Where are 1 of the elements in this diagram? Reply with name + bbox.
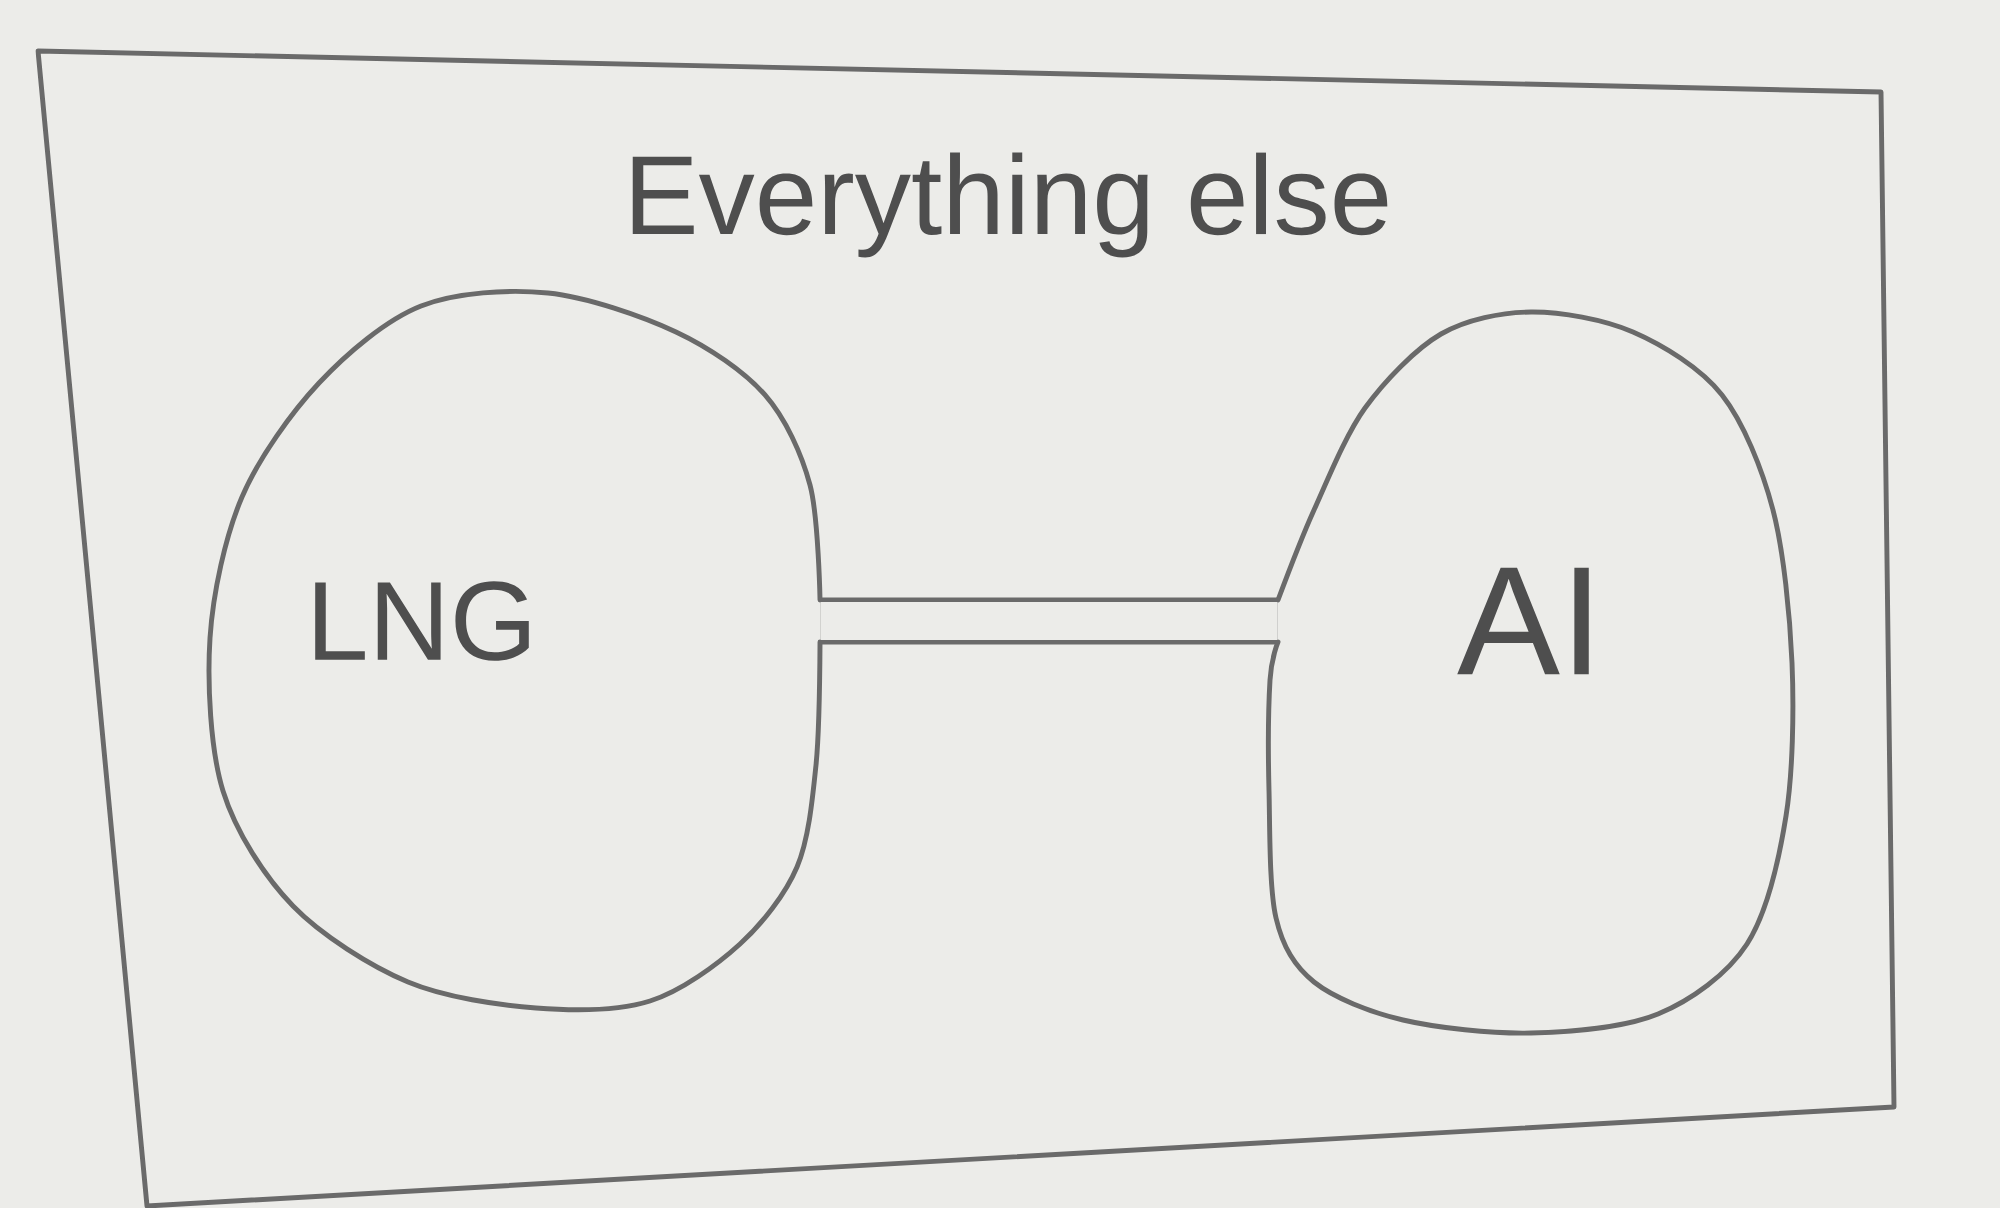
channel-connector <box>820 597 1278 645</box>
